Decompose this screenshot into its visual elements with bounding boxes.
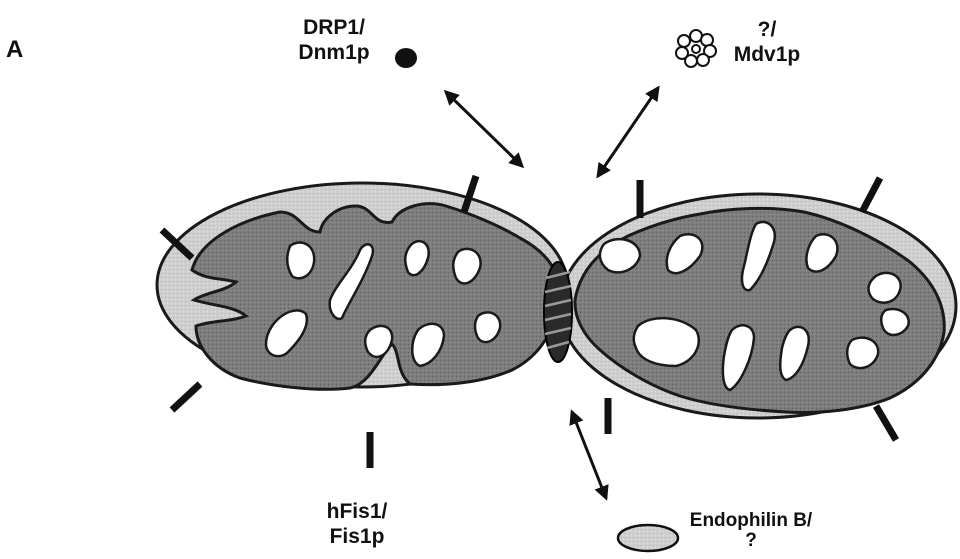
left-cristae-matrix bbox=[192, 204, 560, 390]
left-fold bbox=[475, 312, 500, 342]
petal-center bbox=[692, 45, 700, 53]
endophilin-line2: ? bbox=[676, 531, 826, 551]
ellipse-icon bbox=[618, 525, 678, 551]
petal bbox=[697, 54, 709, 66]
left-mitochondrion bbox=[157, 183, 567, 389]
filled-dot-icon bbox=[395, 48, 417, 68]
right-fold bbox=[600, 239, 640, 272]
right-fold bbox=[847, 338, 878, 368]
arrow-mdv1 bbox=[598, 88, 658, 176]
fis1-marker bbox=[172, 384, 200, 410]
drp1-line1: DRP1/ bbox=[282, 16, 386, 41]
fis1-line1: hFis1/ bbox=[302, 500, 412, 525]
fis1-marker bbox=[862, 178, 880, 212]
label-mdv1: ?/ Mdv1p bbox=[712, 18, 822, 68]
label-endophilin: Endophilin B/ ? bbox=[676, 511, 826, 551]
flower-oligomer-icon bbox=[676, 30, 716, 67]
label-fis1: hFis1/ Fis1p bbox=[302, 500, 412, 550]
arrow-drp1 bbox=[446, 92, 522, 166]
right-fold bbox=[869, 273, 901, 303]
right-fold bbox=[634, 318, 699, 366]
endophilin-line1: Endophilin B/ bbox=[676, 511, 826, 531]
petal bbox=[678, 35, 690, 47]
arrow-endophilin bbox=[572, 412, 606, 498]
panel-label: A bbox=[6, 36, 23, 64]
fis1-marker bbox=[876, 406, 896, 440]
left-fold bbox=[287, 243, 314, 279]
fis1-line2: Fis1p bbox=[302, 525, 412, 550]
mdv1-line1: ?/ bbox=[712, 18, 822, 43]
drp1-line2: Dnm1p bbox=[282, 41, 386, 66]
mdv1-line2: Mdv1p bbox=[712, 43, 822, 68]
constriction-ring bbox=[544, 262, 572, 362]
petal bbox=[676, 47, 688, 59]
panel-letter: A bbox=[6, 36, 23, 64]
label-drp1: DRP1/ Dnm1p bbox=[282, 16, 386, 66]
right-fold bbox=[881, 309, 908, 335]
right-mitochondrion bbox=[560, 194, 956, 418]
